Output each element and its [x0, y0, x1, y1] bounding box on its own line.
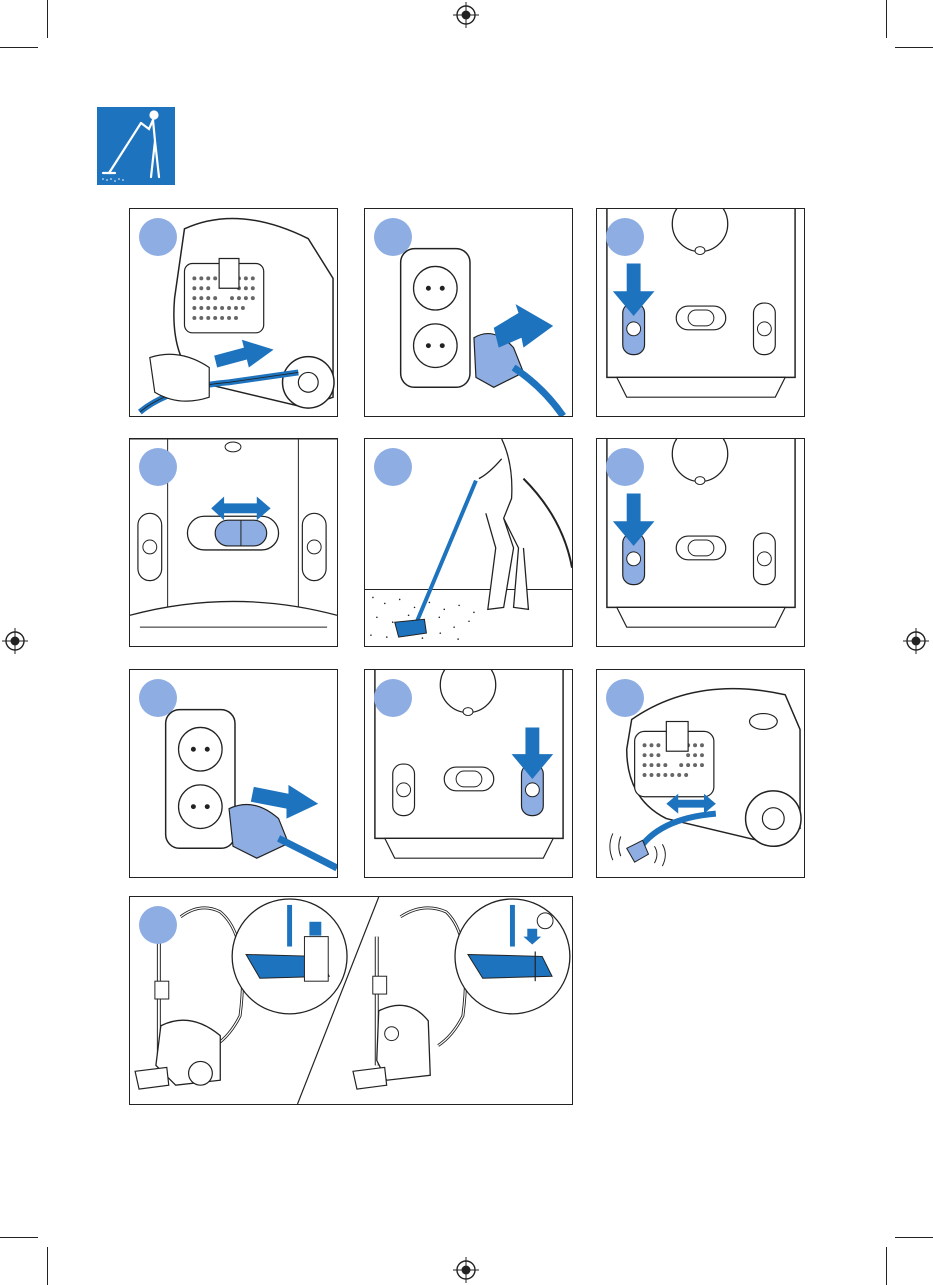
vacuum-user-icon: [97, 107, 175, 185]
crop-mark: [895, 47, 933, 48]
step-3-badge: [606, 218, 644, 256]
step-2-panel: [364, 208, 573, 417]
step-2-badge: [374, 218, 412, 256]
step-10-badge: [139, 906, 177, 944]
crop-mark: [895, 1237, 933, 1238]
step-8-badge: [374, 679, 412, 717]
step-7-panel: [129, 669, 338, 878]
crop-mark: [0, 1237, 38, 1238]
step-1-badge: [139, 218, 177, 256]
step-5-panel: [364, 438, 573, 647]
step-4-badge: [139, 448, 177, 486]
registration-mark-icon: [2, 628, 28, 654]
park-tube-storage-illustration: [130, 897, 572, 1104]
registration-mark-icon: [453, 1257, 479, 1283]
crop-mark: [47, 0, 48, 38]
step-10-panel: [129, 896, 573, 1105]
step-7-badge: [139, 679, 177, 717]
crop-mark: [0, 47, 38, 48]
crop-mark: [47, 1247, 48, 1285]
step-1-panel: [129, 208, 338, 417]
step-9-panel: [596, 669, 805, 878]
step-6-badge: [606, 448, 644, 486]
registration-mark-icon: [903, 628, 929, 654]
crop-mark: [886, 1247, 887, 1285]
step-6-panel: [596, 438, 805, 647]
step-9-badge: [606, 679, 644, 717]
registration-mark-icon: [453, 2, 479, 28]
crop-mark: [886, 0, 887, 38]
step-8-panel: [364, 669, 573, 878]
step-5-badge: [374, 448, 412, 486]
step-3-panel: [596, 208, 805, 417]
step-4-panel: [129, 438, 338, 647]
